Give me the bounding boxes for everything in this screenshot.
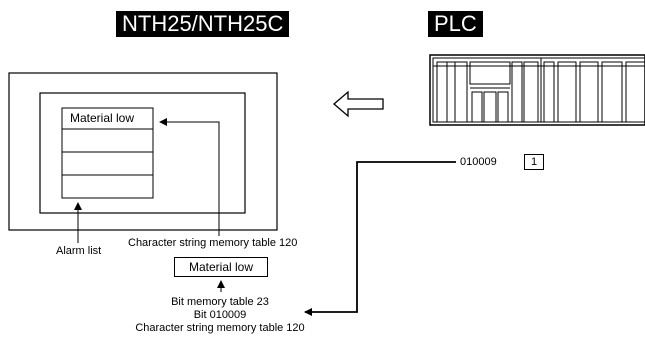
bit-label: Bit 010009 xyxy=(140,309,300,322)
bit-table-label: Bit memory table 23 xyxy=(140,296,300,309)
transfer-arrow-icon xyxy=(334,92,383,116)
plc-rack xyxy=(430,55,645,125)
bit-value-box: 1 xyxy=(524,154,544,170)
char-table-arrow xyxy=(160,122,219,236)
alarm-row-1-text: Material low xyxy=(70,112,134,125)
alarm-list-label: Alarm list xyxy=(56,245,101,258)
char-table-bottom-label: Character string memory table 120 xyxy=(110,322,330,335)
char-table-top-label: Character string memory table 120 xyxy=(128,237,297,250)
bit-address-label: 010009 xyxy=(460,156,497,169)
bit-address-arrow xyxy=(305,162,456,312)
material-low-box: Material low xyxy=(174,257,268,277)
